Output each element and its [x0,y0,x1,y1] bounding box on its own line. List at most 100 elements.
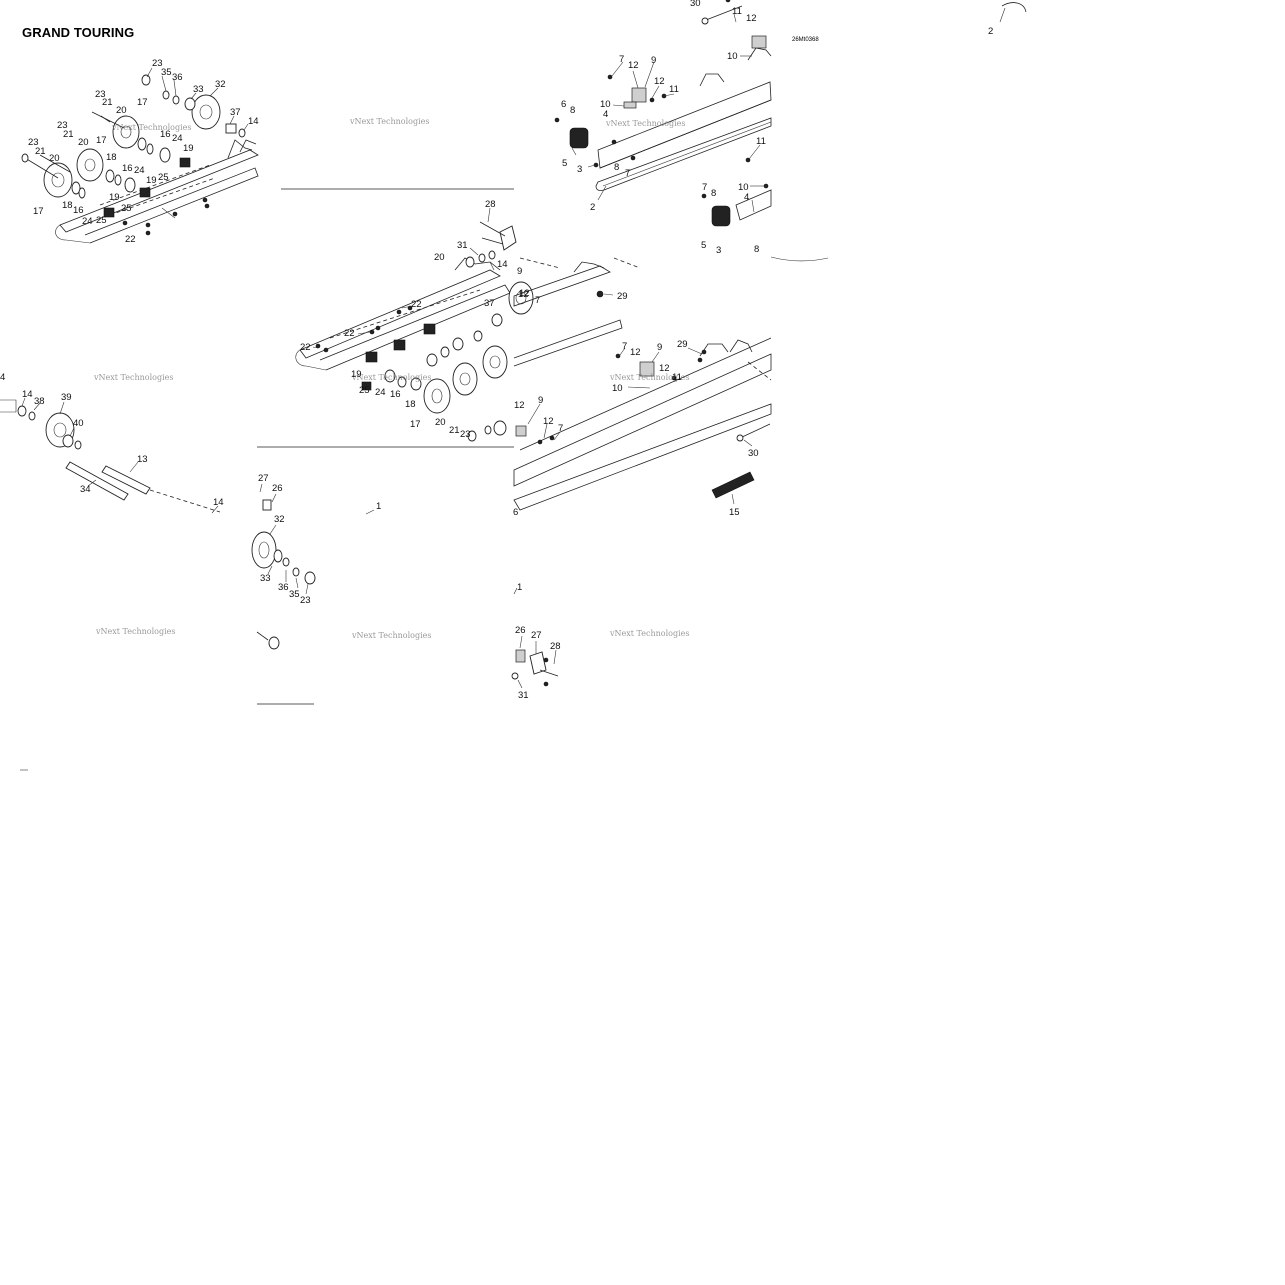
diagram-code: 26Mt0368 [792,37,819,43]
callout: 26 [272,483,283,494]
callout: 10 [738,182,749,193]
callout: 35 [161,67,172,78]
callout: 24 [172,133,183,144]
callout: 21 [35,146,46,157]
callout: 5 [701,240,706,251]
watermark: vNext Technologies [95,627,175,636]
watermark: vNext Technologies [609,373,689,382]
callout: 18 [62,200,73,211]
callout: 9 [651,55,656,66]
callout: 33 [260,573,271,584]
callout: 12 [654,76,665,87]
callout: 23 [152,58,163,69]
callout: 7 [535,295,540,306]
page-title: GRAND TOURING [22,25,135,40]
callout: 9 [657,342,662,353]
callout: 12 [518,289,529,300]
callout: 24 [375,387,386,398]
callout: 17 [33,206,44,217]
watermark: vNext Technologies [351,373,431,382]
callout: 25 [121,203,132,214]
callout: 12 [514,400,525,411]
callout: 25 [96,215,107,226]
callout: 17 [410,419,421,430]
callout: 12 [628,60,639,71]
callout: 25 [359,385,370,396]
callout: 16 [73,205,84,216]
callout: 10 [612,383,623,394]
callout: 32 [215,79,226,90]
callout: 20 [116,105,127,116]
callout: 36 [278,582,289,593]
callout: 31 [518,690,529,701]
callout: 36 [172,72,183,83]
callout: 7 [619,54,624,65]
callout: 4 [0,372,5,383]
callout: 18 [405,399,416,410]
callout: 37 [484,298,495,309]
callout: 8 [570,105,575,116]
watermarks: vNext Technologies vNext Technologies vN… [93,117,689,640]
callout: 22 [344,328,355,339]
callout: 8 [711,188,716,199]
callout: 23 [95,89,106,100]
watermark: vNext Technologies [351,631,431,640]
callout: 39 [61,392,72,403]
callout: 21 [102,97,113,108]
callout: 12 [659,363,670,374]
callout: 17 [137,97,148,108]
callout: 11 [672,372,682,383]
watermark: vNext Technologies [609,629,689,638]
callout: 21 [63,129,74,140]
callout: 22 [300,342,311,353]
callout: 30 [748,448,759,459]
callout: 22 [125,234,136,245]
callout: 33 [193,84,204,95]
callout: 9 [517,266,522,277]
callout: 31 [457,240,468,251]
callout: 27 [531,630,542,641]
callout: 12 [746,13,757,24]
callout: 8 [754,244,759,255]
callout: 20 [434,252,445,263]
callout: 11 [756,136,766,147]
callout: 22 [411,299,422,310]
callout: 3 [577,164,582,175]
watermark: vNext Technologies [111,123,191,132]
callout: 21 [449,425,460,436]
callout: 2 [590,202,595,213]
callout: 24 [134,165,145,176]
tile-wheel-assembly-center [257,188,534,448]
callout: 28 [485,199,496,210]
callout: 28 [550,641,561,652]
callout: 19 [146,175,157,186]
callout: 7 [558,423,563,434]
tile-wheel-assembly-top-left [21,67,259,244]
callout: 9 [538,395,543,406]
callout: 34 [80,484,91,495]
callout: 4 [744,192,749,203]
callout: 14 [497,259,508,270]
callout: 1 [376,501,381,512]
callout: 12 [519,288,530,299]
tile-wheel-parts-bottom-center [251,483,375,705]
callout: 11 [732,6,742,17]
callout: 3 [716,245,721,256]
callout: 15 [729,507,740,518]
callout: 23 [28,137,39,148]
callout: 37 [230,107,241,118]
tile-rail-assembly-top-right [554,0,1027,262]
callout: 7 [625,168,630,179]
callout: 23 [57,120,68,131]
callout: 12 [630,347,641,358]
callout: 16 [390,389,401,400]
part-callouts: 23 35 36 33 32 23 21 20 17 37 14 23 21 2… [0,0,993,701]
callout: 26 [515,625,526,636]
callout: 30 [690,0,701,9]
tile-bracket-parts-bottom-right [20,587,559,771]
callout: 2 [988,26,993,37]
callout: 32 [274,514,285,525]
callout: 23 [460,429,471,440]
callout: 20 [435,417,446,428]
callout: 25 [158,172,169,183]
